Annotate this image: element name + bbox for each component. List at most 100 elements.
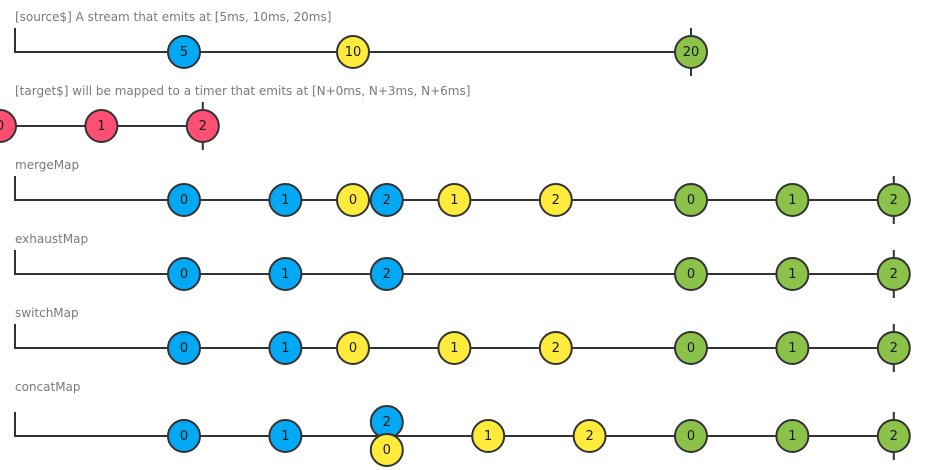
marble: 5: [167, 35, 201, 69]
marble-value: 2: [890, 341, 898, 356]
marble-value: 0: [383, 443, 391, 458]
marble-circle: [369, 183, 404, 217]
marble-value: 1: [450, 193, 458, 208]
marble-value: 0: [180, 193, 188, 208]
marble: 2: [369, 183, 404, 217]
marble-value: 0: [349, 193, 357, 208]
marble-value: 2: [890, 429, 898, 444]
marble: 2: [876, 183, 911, 217]
marble-circle: [369, 433, 404, 467]
marble-circle: [876, 331, 911, 365]
marble: 1: [437, 331, 472, 365]
marble-circle: [369, 257, 404, 291]
marble-value: 2: [383, 415, 391, 430]
marble-circle: [268, 419, 303, 453]
marble-value: 0: [180, 429, 188, 444]
marble: 1: [268, 183, 303, 217]
marble-value: 2: [199, 119, 207, 134]
marble: 0: [167, 331, 201, 365]
marble: 20: [674, 35, 708, 69]
marble-circle: [674, 183, 708, 217]
marble-circle: [775, 331, 810, 365]
marble-circle: [167, 257, 201, 291]
marble-circle: [775, 419, 810, 453]
marble-value: 0: [687, 341, 695, 356]
marble: 2: [185, 109, 220, 143]
marble-circle: [572, 419, 607, 453]
marble: 1: [775, 183, 810, 217]
marble-value: 2: [585, 429, 593, 444]
marble: 2: [538, 331, 573, 365]
marble-value: 1: [788, 429, 796, 444]
marble-circle: [167, 331, 201, 365]
row-label: [source$] A stream that emits at [5ms, 1…: [15, 10, 331, 24]
marble: 1: [437, 183, 472, 217]
marble: 2: [876, 331, 911, 365]
marble-value: 1: [484, 429, 492, 444]
marble: 0: [167, 183, 201, 217]
marble: 0: [167, 257, 201, 291]
marble-circle: [84, 109, 119, 143]
marble-circle: [336, 35, 370, 69]
marble-value: 5: [180, 45, 188, 60]
marble-circle: [775, 257, 810, 291]
marble-circle: [674, 35, 708, 69]
marble: 2: [876, 419, 911, 453]
row-label: mergeMap: [15, 158, 79, 172]
marble-circle: [167, 35, 201, 69]
marble-circle: [0, 109, 17, 143]
marble: 0: [674, 419, 708, 453]
marble-circle: [471, 419, 506, 453]
marble: 2: [876, 257, 911, 291]
marble-circle: [775, 183, 810, 217]
marble-circle: [167, 419, 201, 453]
marble-value: 0: [687, 429, 695, 444]
marble: 2: [369, 257, 404, 291]
marble-value: 0: [349, 341, 357, 356]
row-label: exhaustMap: [15, 232, 88, 246]
row-label: [target$] will be mapped to a timer that…: [15, 84, 470, 98]
marble-circle: [167, 183, 201, 217]
marble-value: 10: [345, 45, 362, 60]
marble-circle: [268, 331, 303, 365]
marble-circle: [336, 331, 370, 365]
marble-circle: [538, 331, 573, 365]
marble: 1: [775, 331, 810, 365]
marble-circle: [437, 183, 472, 217]
marble: 0: [336, 183, 370, 217]
marble-circle: [268, 257, 303, 291]
marble: 0: [674, 331, 708, 365]
marble: 1: [268, 419, 303, 453]
marble-value: 1: [788, 341, 796, 356]
marble-value: 2: [552, 193, 560, 208]
row-target: [target$] will be mapped to a timer that…: [0, 84, 470, 150]
marble-value: 0: [687, 267, 695, 282]
marble: 10: [336, 35, 370, 69]
marble-value: 2: [383, 193, 391, 208]
marble: 0: [674, 183, 708, 217]
row-exhaustmap: exhaustMap 0 1 2 0 1 2: [14, 232, 911, 298]
marble: 1: [268, 257, 303, 291]
marble-value: 1: [281, 429, 289, 444]
marble-circle: [538, 183, 573, 217]
marble-value: 1: [281, 193, 289, 208]
marble-value: 2: [383, 267, 391, 282]
marble: 1: [471, 419, 506, 453]
marble-circle: [674, 331, 708, 365]
marble: 0: [674, 257, 708, 291]
marble: 1: [775, 257, 810, 291]
marble-value: 1: [281, 267, 289, 282]
marble-circle: [876, 419, 911, 453]
marble: 2: [538, 183, 573, 217]
marble-circle: [876, 183, 911, 217]
marble-value: 0: [0, 119, 4, 134]
marble-value: 2: [890, 267, 898, 282]
marble-value: 2: [890, 193, 898, 208]
row-label: switchMap: [15, 306, 79, 320]
marble-value: 1: [788, 267, 796, 282]
marble: 0: [0, 109, 17, 143]
marble-value: 1: [97, 119, 105, 134]
marble-value: 0: [180, 341, 188, 356]
